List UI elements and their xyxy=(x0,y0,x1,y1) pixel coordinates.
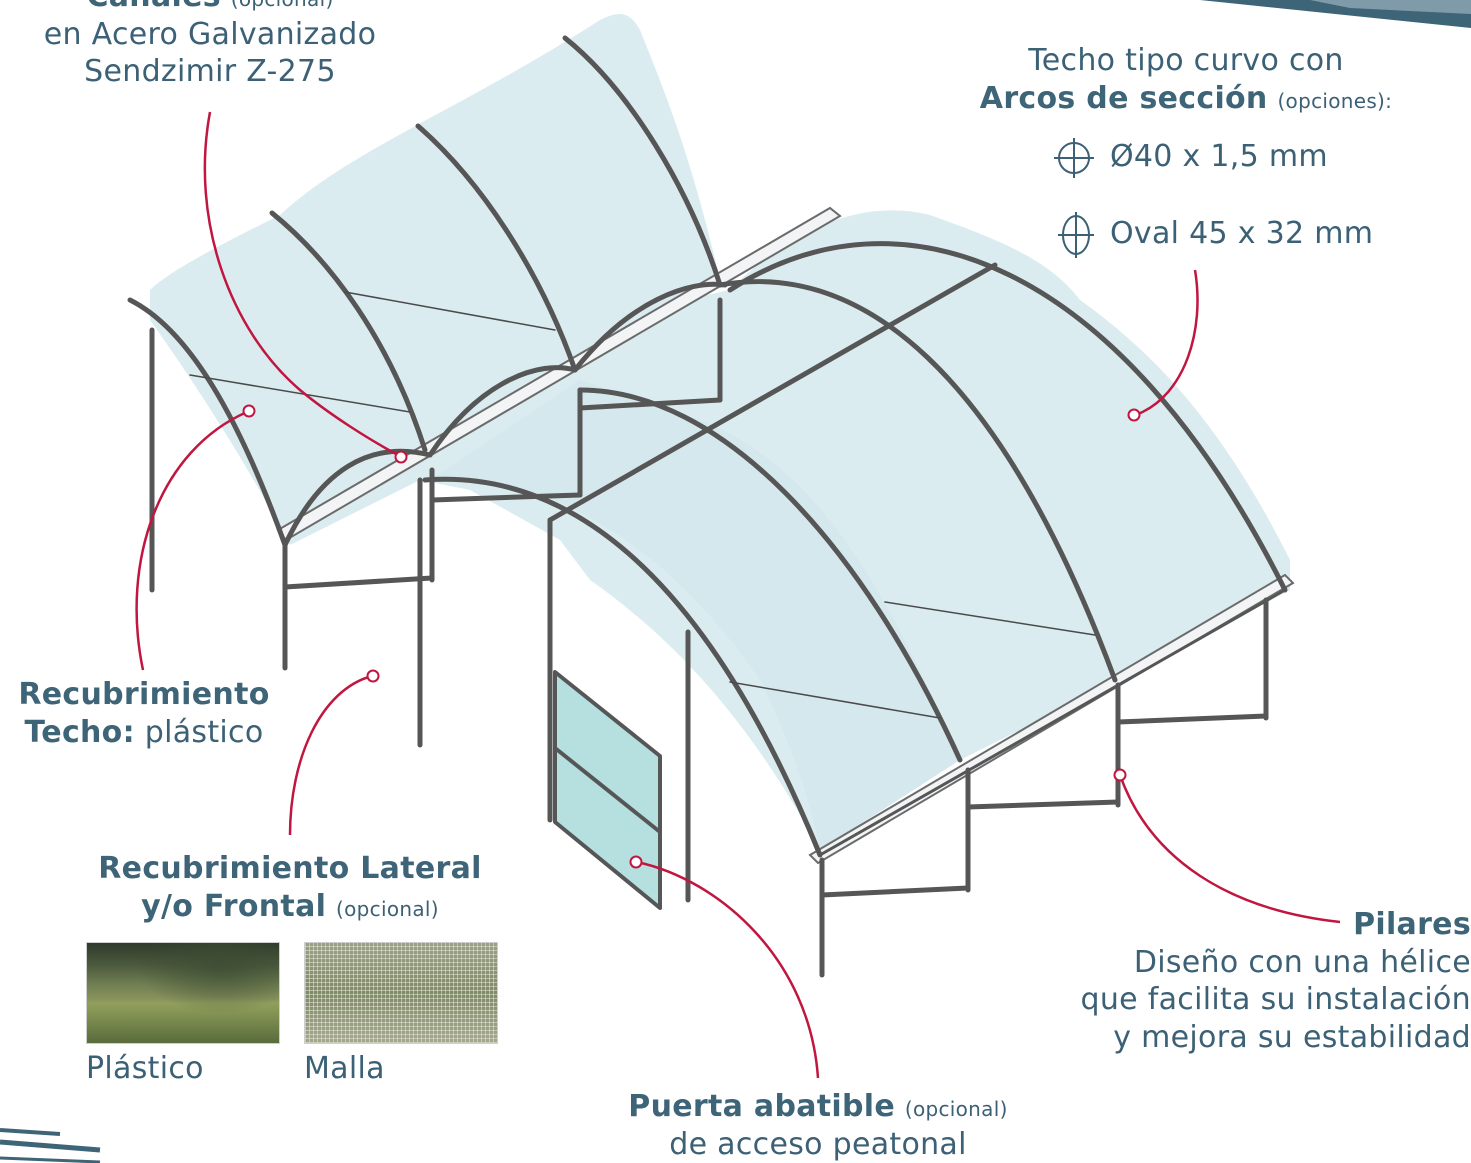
recubrimiento-lateral-title: Recubrimiento Lateral xyxy=(98,851,482,886)
malla-swatch-label: Malla xyxy=(304,1051,385,1086)
recubrimiento-techo-title: Recubrimiento xyxy=(18,677,270,712)
canales-line3: Sendzimir Z-275 xyxy=(84,54,336,89)
techo-label: Techo tipo curvo con Arcos de sección (o… xyxy=(966,42,1406,117)
techo-note: (opciones): xyxy=(1277,88,1393,113)
section-option-oval: Oval 45 x 32 mm xyxy=(1110,216,1374,251)
malla-swatch xyxy=(304,942,498,1044)
canales-title: Canales xyxy=(86,0,220,14)
puerta-note: (opcional) xyxy=(904,1097,1008,1121)
pilares-line2: Diseño con una hélice xyxy=(1133,944,1471,980)
canales-note: (opcional) xyxy=(231,0,334,11)
plastico-swatch-label: Plástico xyxy=(86,1051,204,1086)
recubrimiento-lateral-label: Recubrimiento Lateral y/o Frontal (opcio… xyxy=(80,850,500,925)
recubrimiento-lateral-note: (opcional) xyxy=(336,896,439,921)
recubrimiento-techo-label: Recubrimiento Techo: plástico xyxy=(10,676,278,751)
plastico-swatch xyxy=(86,942,280,1044)
puerta-label: Puerta abatible (opcional) de acceso pea… xyxy=(600,1088,1036,1163)
pilares-title: Pilares xyxy=(1353,907,1471,942)
round-section-icon xyxy=(1054,138,1094,178)
canales-label: Canales (opcional) en Acero Galvanizado … xyxy=(20,0,400,91)
puerta-line2: de acceso peatonal xyxy=(669,1126,967,1162)
section-option-round: Ø40 x 1,5 mm xyxy=(1110,139,1328,174)
pilares-line3: que facilita su instalación xyxy=(1080,982,1471,1017)
pilares-label: Pilares Diseño con una hélice que facili… xyxy=(1040,906,1471,1056)
techo-line1: Techo tipo curvo con xyxy=(1028,43,1344,78)
techo-title: Arcos de sección xyxy=(979,80,1268,116)
callout-dots xyxy=(242,404,1141,869)
recubrimiento-lateral-bold: y/o Frontal xyxy=(141,888,327,924)
pilares-line4: y mejora su estabilidad xyxy=(1113,1019,1471,1055)
oval-section-icon xyxy=(1058,212,1094,258)
door xyxy=(553,670,662,910)
callout-lines xyxy=(135,111,1341,1079)
recubrimiento-techo-material: plástico xyxy=(144,714,264,750)
canales-line2: en Acero Galvanizado xyxy=(43,16,377,52)
frame xyxy=(127,35,1288,978)
recubrimiento-techo-bold: Techo: xyxy=(24,714,135,750)
puerta-title: Puerta abatible xyxy=(628,1089,896,1124)
